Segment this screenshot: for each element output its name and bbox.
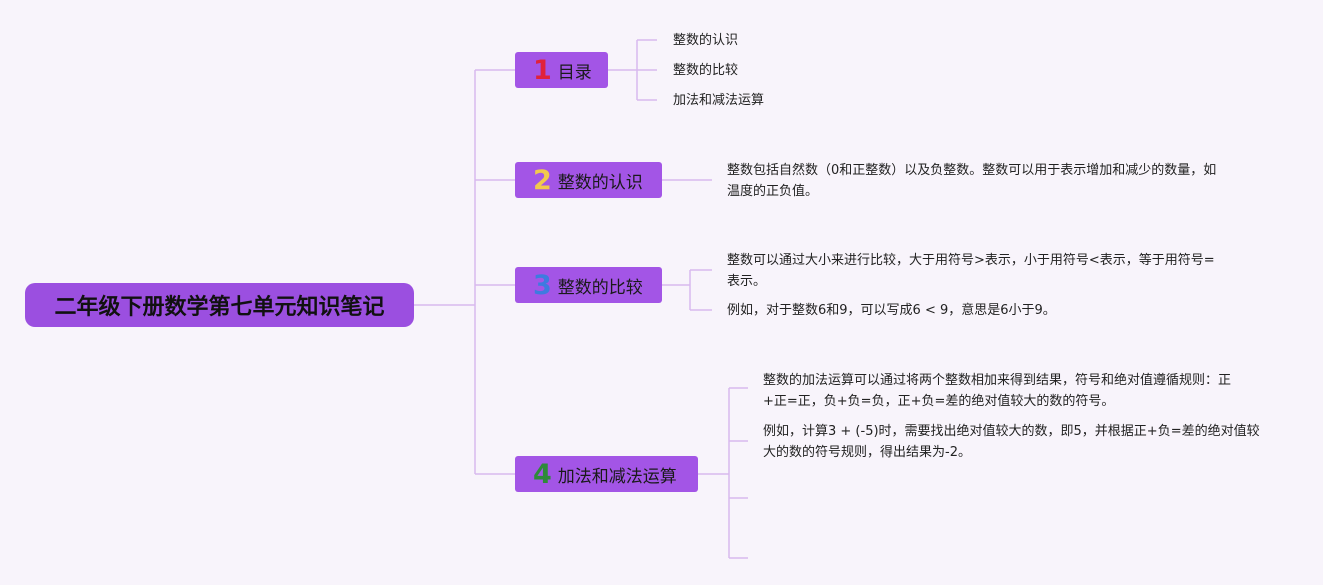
leaf-item[interactable]: 整数的认识 [673, 33, 739, 48]
leaf-paragraph[interactable]: 整数的加法运算可以通过将两个整数相加来得到结果，符号和绝对值遵循规则：正+正=正… [763, 373, 1232, 409]
branch-node-toc[interactable]: 1 目录 [515, 52, 608, 88]
number-badge-3: 3 [533, 269, 552, 301]
leaf-paragraph[interactable]: 整数包括自然数（0和正整数）以及负整数。整数可以用于表示增加和减少的数量，如温度… [727, 163, 1217, 199]
branch-node-compare[interactable]: 3 整数的比较 [515, 267, 662, 303]
leaf-paragraph[interactable]: 整数可以通过大小来进行比较，大于用符号>表示，小于用符号<表示，等于用符号=表示… [727, 253, 1215, 289]
branch-label: 整数的认识 [557, 172, 643, 193]
branch-label: 目录 [557, 62, 592, 83]
root-title: 二年级下册数学第七单元知识笔记 [54, 295, 385, 320]
number-badge-1: 1 [533, 54, 552, 86]
leaf-paragraph[interactable]: 例如，对于整数6和9，可以写成6 < 9，意思是6小于9。 [727, 303, 1056, 318]
number-badge-2: 2 [533, 164, 552, 196]
leaf-item[interactable]: 加法和减法运算 [673, 93, 765, 108]
branch-label: 加法和减法运算 [557, 466, 677, 487]
number-badge-4: 4 [533, 458, 552, 490]
branch-node-integers[interactable]: 2 整数的认识 [515, 162, 662, 198]
leaf-item[interactable]: 整数的比较 [673, 63, 739, 78]
branch-label: 整数的比较 [557, 277, 643, 298]
branch-node-add-subtract[interactable]: 4 加法和减法运算 [515, 456, 698, 492]
leaf-paragraph[interactable]: 例如，计算3 + (-5)时，需要找出绝对值较大的数，即5，并根据正+负=差的绝… [763, 424, 1260, 460]
root-node[interactable]: 二年级下册数学第七单元知识笔记 [25, 283, 414, 327]
